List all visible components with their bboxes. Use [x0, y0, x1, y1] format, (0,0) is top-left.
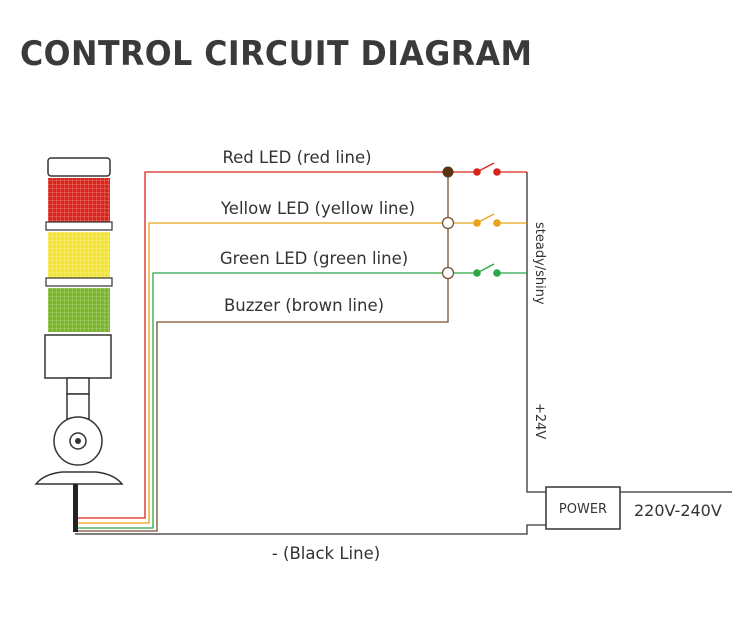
red-line-label: Red LED (red line) — [222, 148, 371, 167]
green-line-label: Green LED (green line) — [220, 249, 408, 268]
signal-tower-icon — [34, 157, 124, 532]
black-wire — [75, 524, 546, 535]
yellow-wire — [78, 222, 447, 524]
positive-bus — [526, 172, 546, 493]
positive-voltage-label: +24V — [532, 403, 547, 439]
junction-node-yellow — [441, 216, 455, 230]
red-wire — [78, 171, 447, 519]
mains-voltage-label: 220V-240V — [634, 501, 722, 520]
page-title: CONTROL CIRCUIT DIAGRAM — [20, 34, 533, 74]
brown-wire — [78, 172, 449, 532]
green-switch — [453, 263, 527, 277]
green-wire — [78, 272, 447, 529]
power-label: POWER — [559, 502, 607, 517]
steady-shiny-label: steady/shiny — [532, 222, 547, 305]
black-line-label: - (Black Line) — [272, 544, 380, 563]
red-switch — [447, 162, 527, 176]
brown-line-label: Buzzer (brown line) — [224, 296, 384, 315]
yellow-line-label: Yellow LED (yellow line) — [220, 199, 415, 218]
junction-node-red — [442, 166, 454, 178]
junction-node-green — [441, 266, 455, 280]
yellow-switch — [453, 213, 527, 227]
power-box — [545, 486, 621, 530]
